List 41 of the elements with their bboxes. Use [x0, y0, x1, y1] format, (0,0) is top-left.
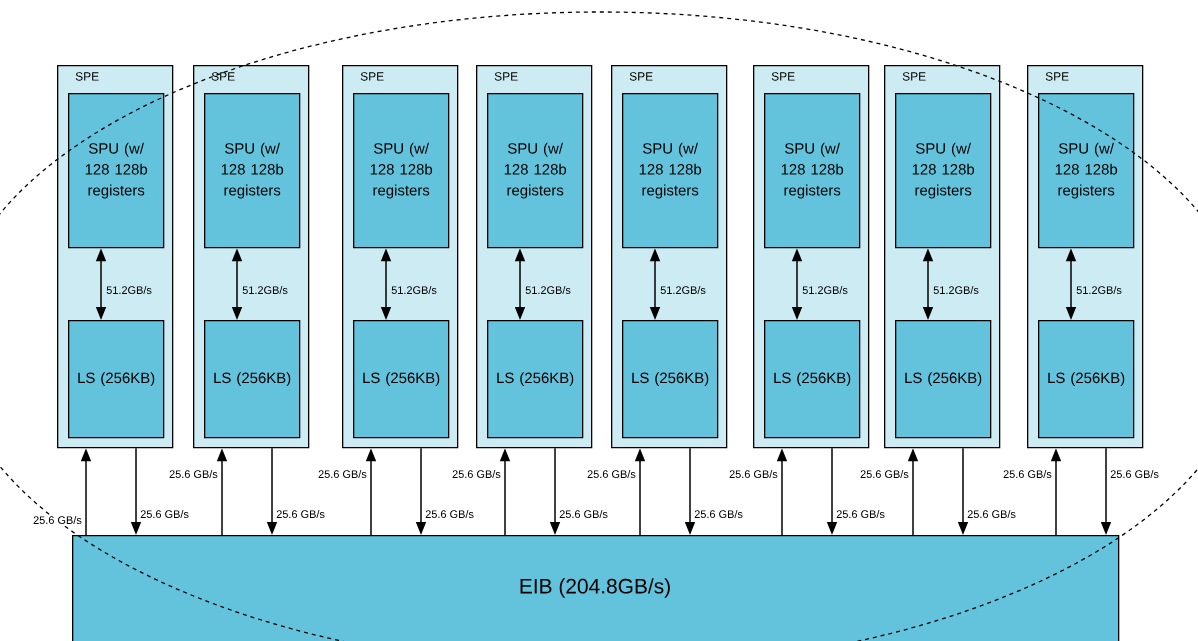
spu-box: SPU (w/ 128 128b registers [764, 93, 861, 249]
edge-label: 25.6 GB/s [1003, 469, 1052, 478]
edge-label: 25.6 GB/s [967, 509, 1016, 518]
edge-label: 25.6 GB/s [276, 509, 325, 518]
edge-label: 51.2GB/s [525, 285, 571, 294]
edge-label: 51.2GB/s [802, 285, 848, 294]
edge-label: 25.6 GB/s [729, 469, 778, 478]
edge-label: 25.6 GB/s [860, 469, 909, 478]
edge-label: 51.2GB/s [242, 285, 288, 294]
edge-label: 25.6 GB/s [1110, 469, 1159, 478]
ls-box: LS (256KB) [1038, 320, 1135, 439]
spu-box: SPU (w/ 128 128b registers [204, 93, 301, 249]
edge-label: 25.6 GB/s [694, 509, 743, 518]
ls-box: LS (256KB) [622, 320, 719, 439]
edge-label: 25.6 GB/s [836, 509, 885, 518]
edge-label: 51.2GB/s [660, 285, 706, 294]
spu-box: SPU (w/ 128 128b registers [622, 93, 719, 249]
ls-box: LS (256KB) [895, 320, 992, 439]
edge-label: 51.2GB/s [106, 285, 152, 294]
ls-box: LS (256KB) [764, 320, 861, 439]
edge-label: 51.2GB/s [391, 285, 437, 294]
edge-label: 25.6 GB/s [169, 469, 218, 478]
edge-label: 51.2GB/s [1076, 285, 1122, 294]
spu-box: SPU (w/ 128 128b registers [895, 93, 992, 249]
spu-box: SPU (w/ 128 128b registers [68, 93, 165, 249]
spu-box: SPU (w/ 128 128b registers [1038, 93, 1135, 249]
ls-box: LS (256KB) [68, 320, 165, 439]
spu-box: SPU (w/ 128 128b registers [353, 93, 450, 249]
edge-label: 25.6 GB/s [587, 469, 636, 478]
edge-label: 25.6 GB/s [425, 509, 474, 518]
ls-box: LS (256KB) [487, 320, 584, 439]
ls-box: LS (256KB) [204, 320, 301, 439]
edge-label: 25.6 GB/s [559, 509, 608, 518]
edge-label: 25.6 GB/s [33, 515, 82, 524]
edge-label: 51.2GB/s [933, 285, 979, 294]
ls-box: LS (256KB) [353, 320, 450, 439]
edge-label: 25.6 GB/s [318, 469, 367, 478]
spu-box: SPU (w/ 128 128b registers [487, 93, 584, 249]
bus-box: EIB (204.8GB/s) [72, 535, 1120, 641]
edge-label: 25.6 GB/s [452, 469, 501, 478]
edge-label: 25.6 GB/s [140, 509, 189, 518]
